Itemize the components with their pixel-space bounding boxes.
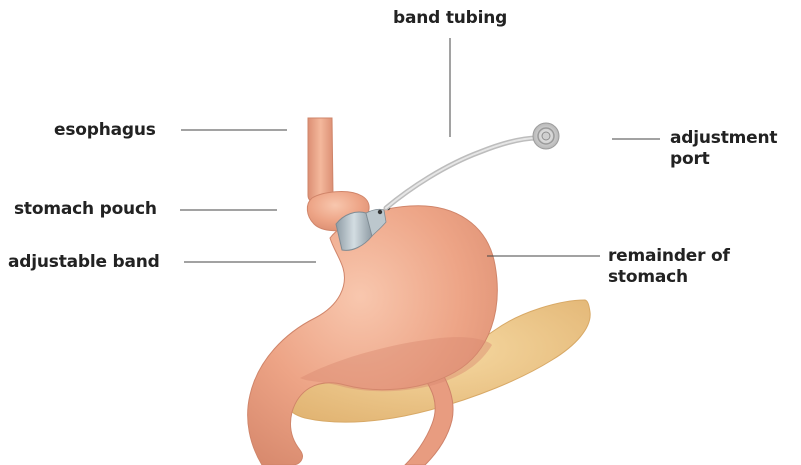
band-tubing-label: band tubing [393,8,507,29]
esophagus-label: esophagus [54,120,156,141]
adjustable-band-label: adjustable band [8,252,160,273]
stomach-pouch-label: stomach pouch [14,199,157,220]
remainder-of-stomach-label-line-2: stomach [608,267,730,288]
band-tubing [386,138,538,208]
stomach [248,206,498,465]
remainder-of-stomach-label: remainder of stomach [608,246,730,288]
esophagus [308,118,333,202]
adjustment-port-label-line-1: adjustment [670,128,777,149]
adjustment-port [533,123,559,149]
remainder-of-stomach-label-line-1: remainder of [608,246,730,267]
adjustment-port-label-line-2: port [670,149,777,170]
adjustment-port-label: adjustment port [670,128,777,170]
